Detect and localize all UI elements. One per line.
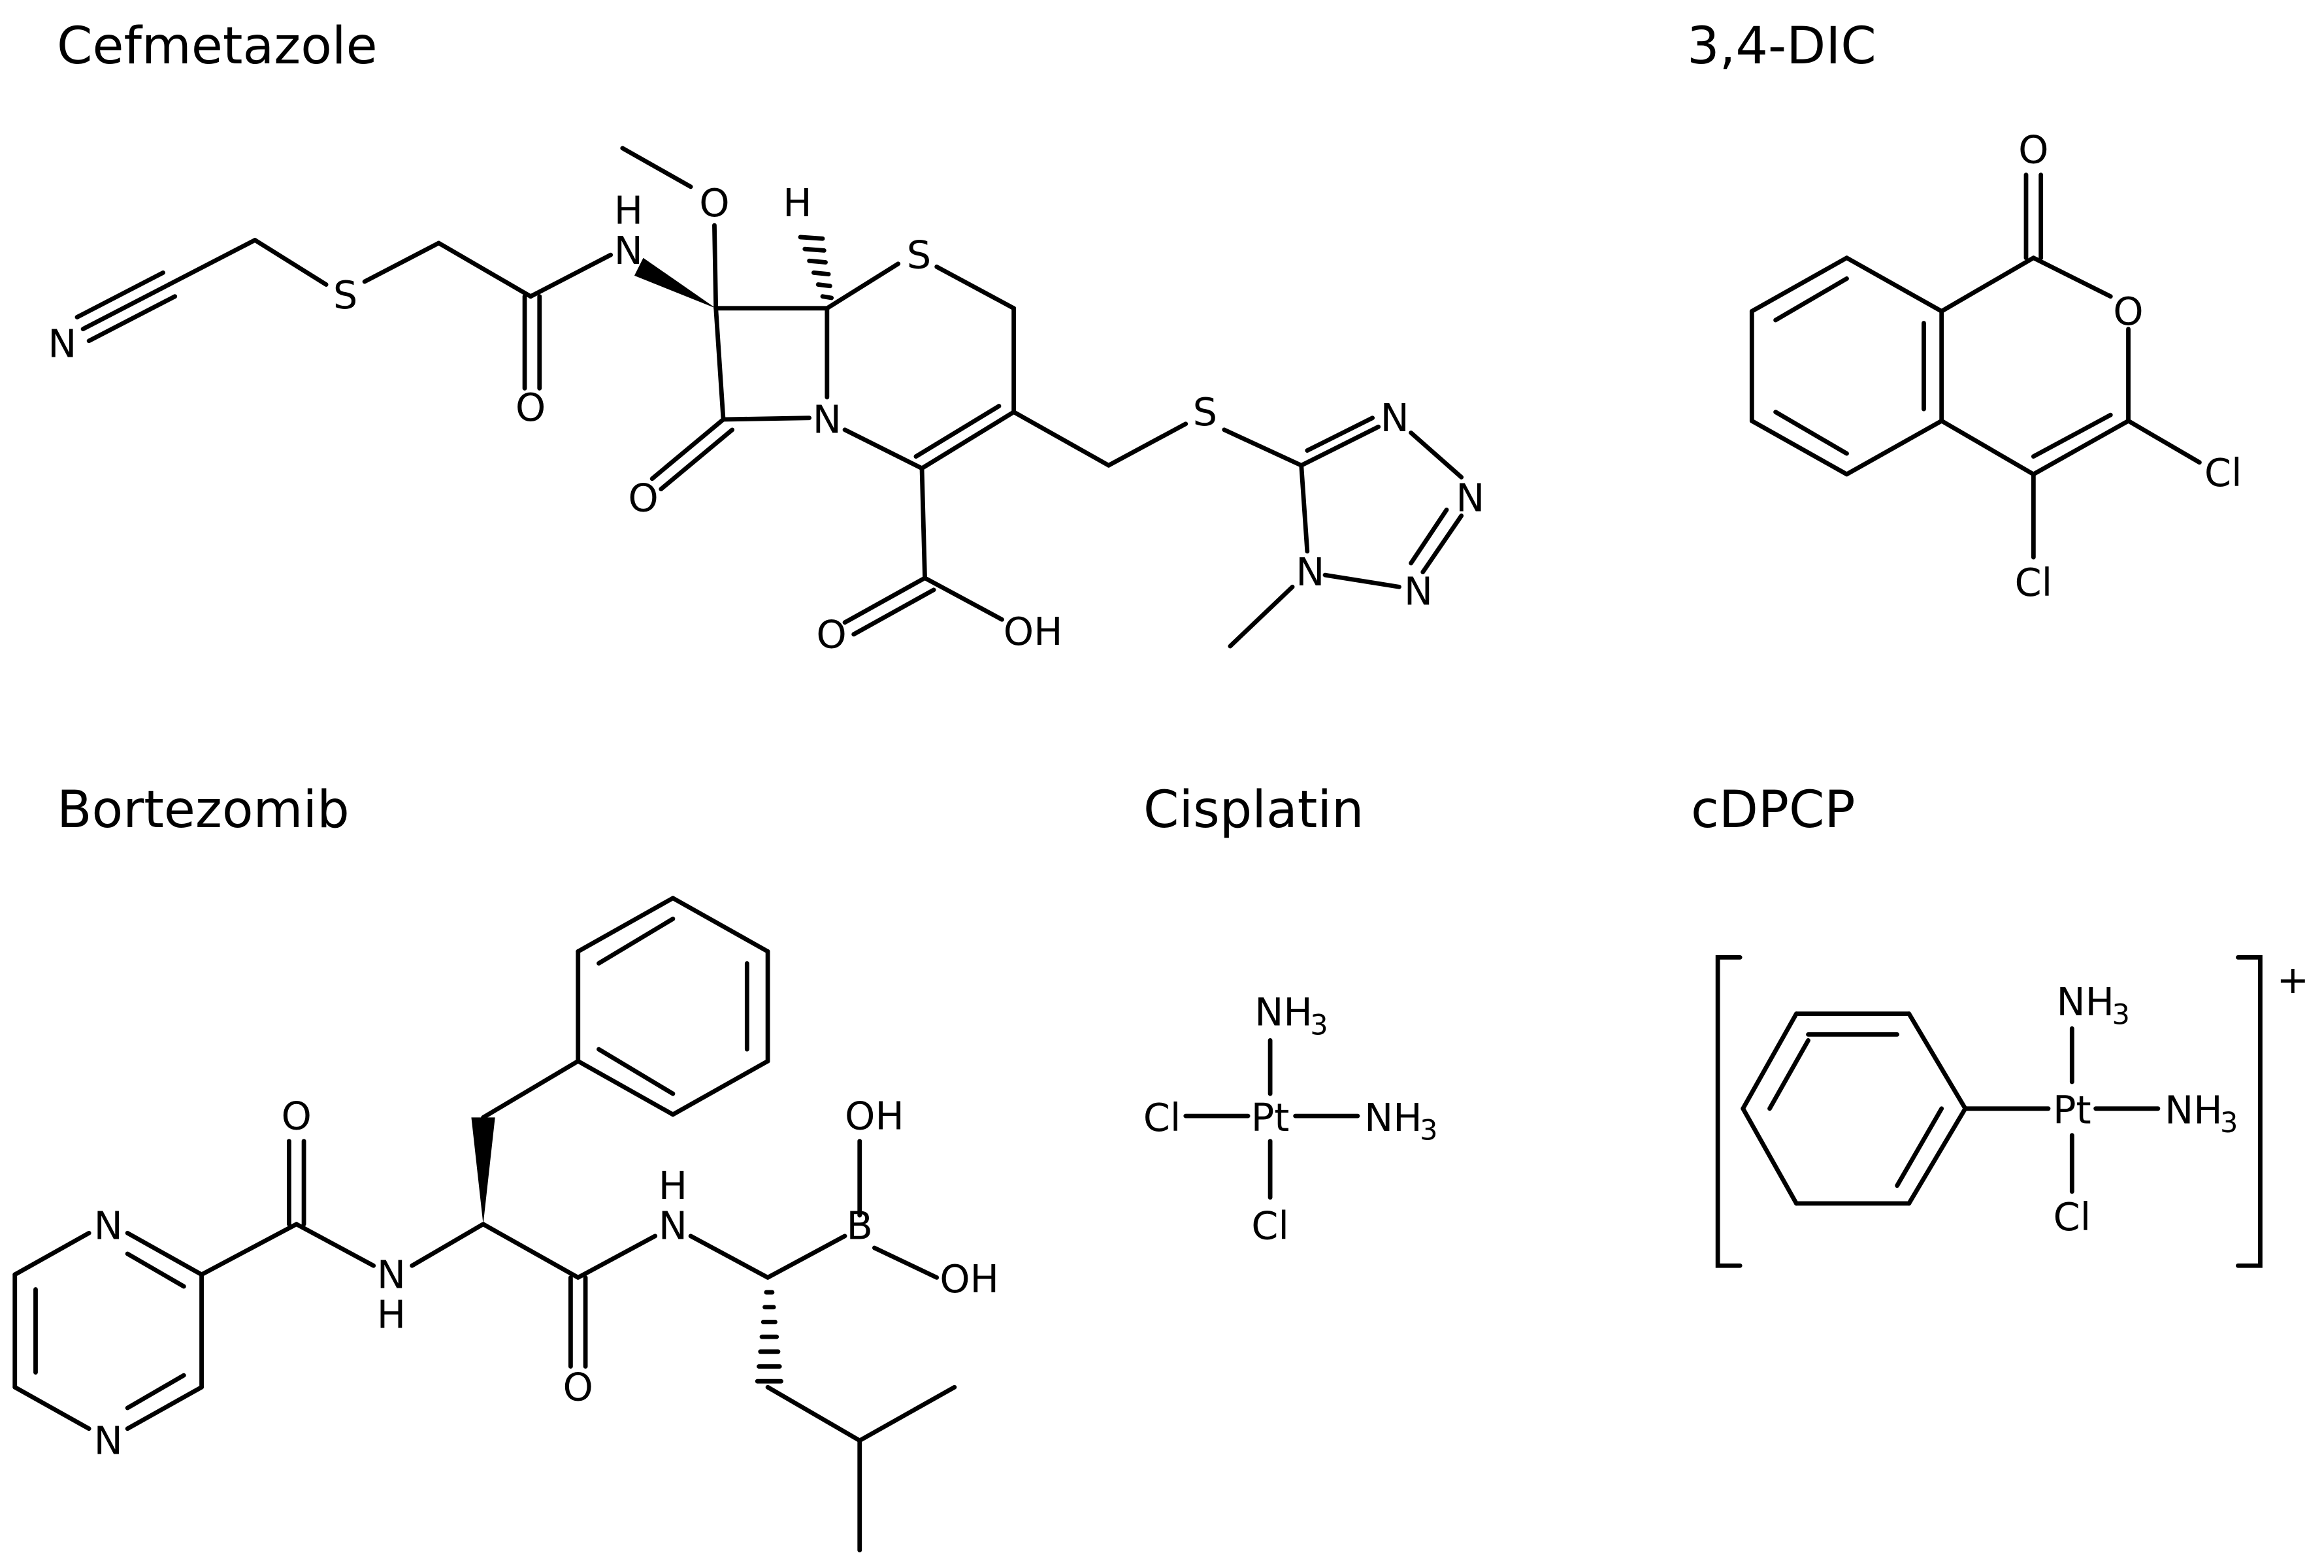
atom-label: H bbox=[659, 1163, 687, 1208]
title-3-4-dic: 3,4-DIC bbox=[1687, 17, 1876, 76]
atom-label: N bbox=[1296, 549, 1324, 595]
cefmetazole-structure bbox=[74, 146, 1464, 649]
atom-label: Pt bbox=[2053, 1087, 2091, 1132]
atom-label: NH bbox=[1364, 1095, 1422, 1140]
atom-subscript: 3 bbox=[2112, 998, 2129, 1031]
atom-label: N bbox=[813, 397, 842, 442]
cdpcp-structure bbox=[1715, 955, 2263, 1268]
atom-subscript: 3 bbox=[2220, 1107, 2238, 1139]
atom-label: H bbox=[377, 1292, 406, 1337]
atom-label: N bbox=[659, 1203, 687, 1248]
atom-label: O bbox=[2113, 289, 2143, 334]
atom-label: OH bbox=[845, 1094, 904, 1139]
title-cdpcp: cDPCP bbox=[1691, 781, 1856, 840]
atom-label: O bbox=[816, 612, 846, 657]
atom-label: O bbox=[628, 476, 658, 521]
cef-wedge-bond bbox=[634, 257, 716, 308]
title-cefmetazole: Cefmetazole bbox=[57, 17, 378, 76]
atom-label: Cl bbox=[2204, 450, 2242, 495]
atom-label: N bbox=[1381, 395, 1409, 440]
atom-label: Cl bbox=[1251, 1203, 1289, 1248]
atom-label: N bbox=[377, 1252, 406, 1297]
cisplatin-structure bbox=[1183, 1038, 1360, 1200]
atom-label: O bbox=[282, 1094, 312, 1139]
atom-label: S bbox=[907, 233, 931, 278]
dic-structure bbox=[1749, 172, 2202, 560]
atom-label: O bbox=[699, 180, 729, 225]
atom-label: OH bbox=[940, 1256, 999, 1301]
atom-label: O bbox=[516, 385, 546, 430]
atom-label: N bbox=[94, 1203, 123, 1248]
atom-label: S bbox=[333, 272, 357, 318]
atom-label: NH bbox=[1254, 990, 1312, 1035]
cef-hashed-bond bbox=[798, 235, 834, 301]
atom-subscript: 3 bbox=[1420, 1114, 1437, 1147]
atom-label: H bbox=[783, 180, 811, 225]
atom-label: Pt bbox=[1251, 1095, 1290, 1140]
bor-wedge-bond bbox=[471, 1117, 495, 1224]
bor-hashed-bond bbox=[755, 1290, 783, 1384]
atom-label: NH bbox=[2165, 1087, 2222, 1132]
atom-label: O bbox=[2018, 127, 2048, 172]
atom-subscript: 3 bbox=[1310, 1009, 1328, 1041]
atom-label: NH bbox=[2057, 979, 2114, 1024]
atom-label: B bbox=[847, 1203, 873, 1248]
atom-label: H bbox=[614, 188, 643, 233]
charge-label: + bbox=[2277, 957, 2309, 1002]
atom-label: S bbox=[1193, 389, 1217, 434]
atom-label: Cl bbox=[2015, 560, 2053, 605]
atom-label: N bbox=[614, 228, 643, 273]
bortezomib-structure bbox=[12, 896, 957, 1553]
atom-label: OH bbox=[1004, 609, 1063, 654]
title-bortezomib: Bortezomib bbox=[57, 781, 350, 840]
atom-label: Cl bbox=[1143, 1095, 1181, 1140]
atom-label: N bbox=[94, 1418, 123, 1463]
atom-label: N bbox=[1456, 476, 1484, 521]
atom-label: Cl bbox=[2054, 1194, 2091, 1239]
atom-label: O bbox=[563, 1365, 593, 1410]
atom-label: N bbox=[1404, 569, 1433, 614]
atom-label: N bbox=[48, 321, 76, 367]
title-cisplatin: Cisplatin bbox=[1143, 781, 1364, 840]
